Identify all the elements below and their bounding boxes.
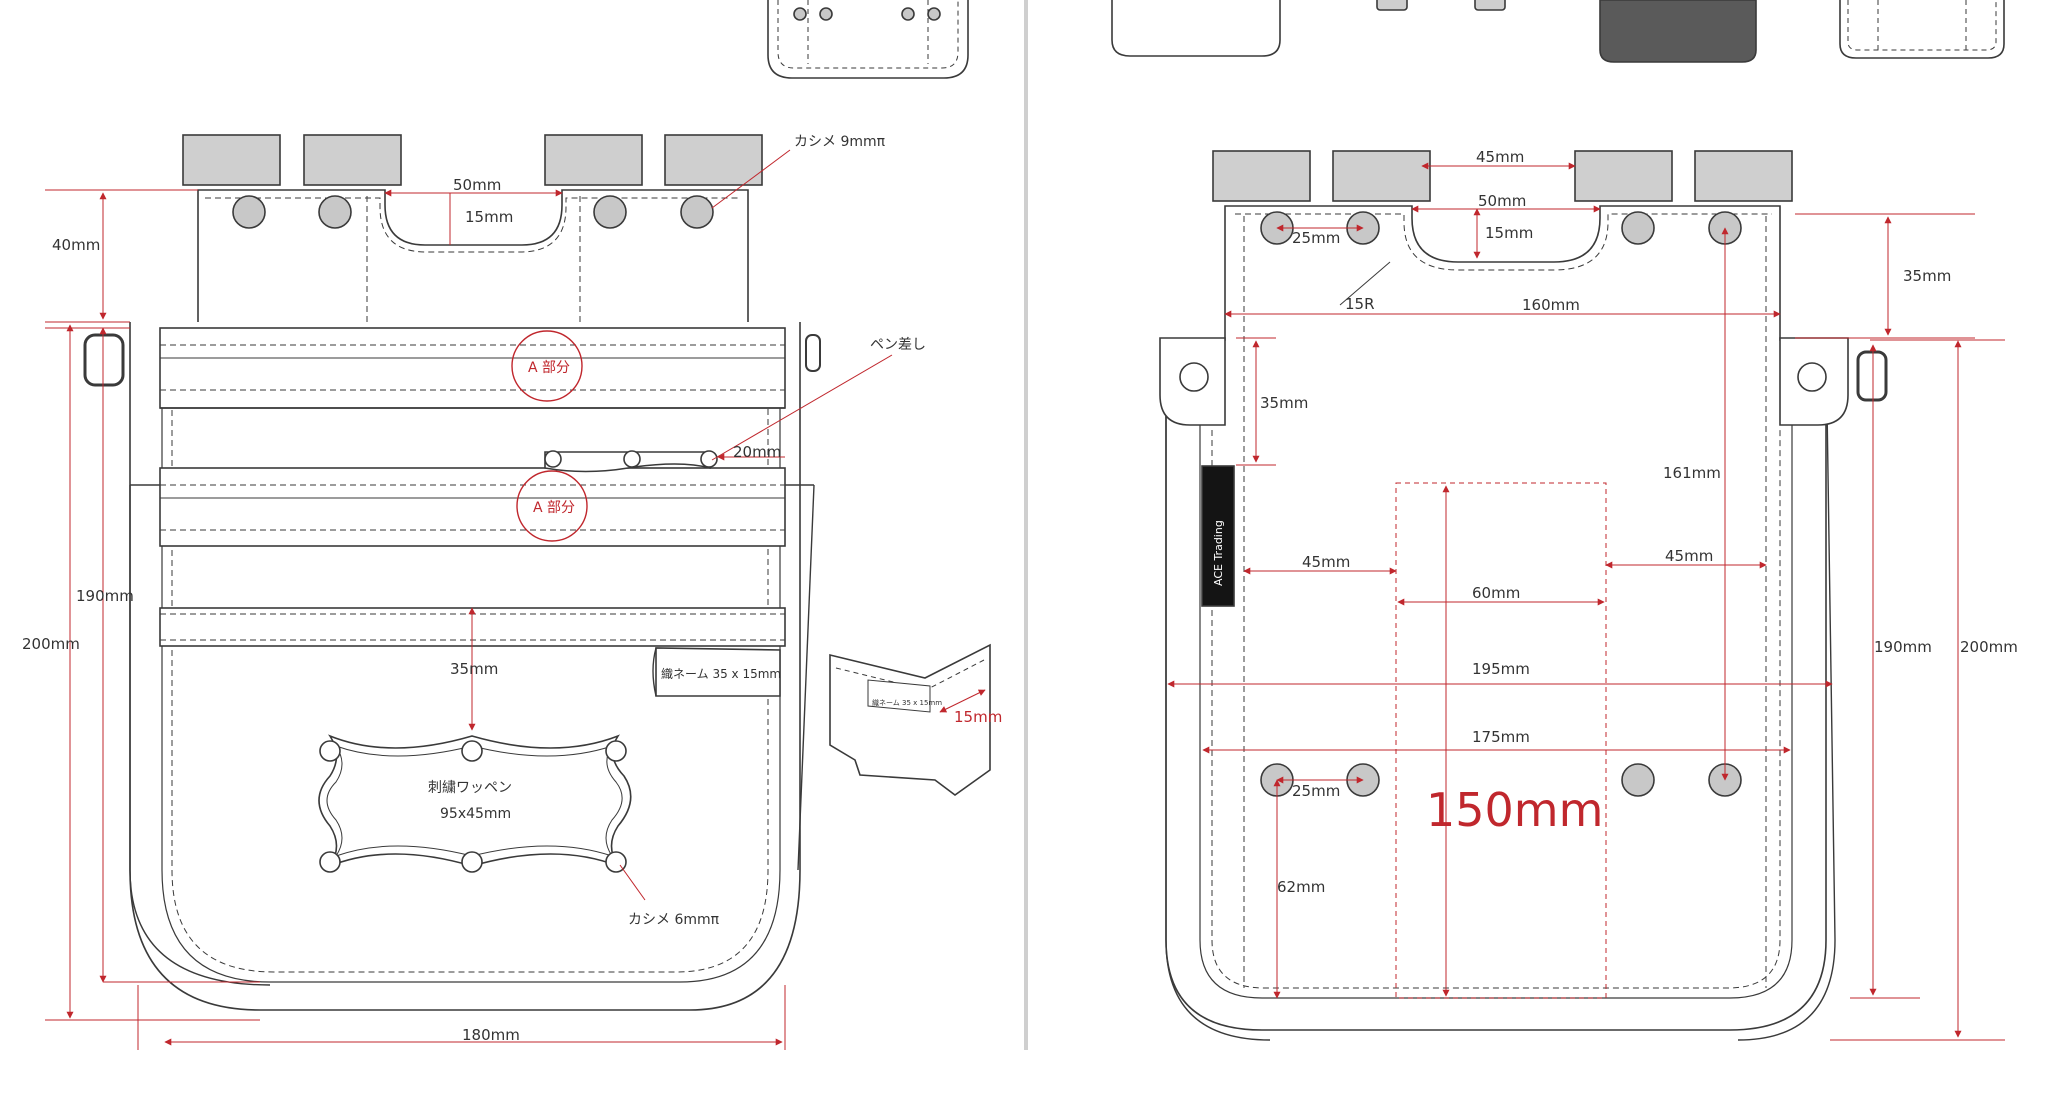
left-drawing [83, 0, 991, 1011]
label-patch-name: 刺繍ワッペン [428, 780, 512, 796]
right-top-dark-panel [1599, 0, 1757, 63]
right-top-partial-left [1111, 0, 1281, 57]
dim-left-190: 190mm [76, 587, 134, 605]
right-body-outline [1165, 205, 1827, 1031]
right-top-partial-right [1839, 0, 2005, 59]
label-woven-name: 織ネーム 35 x 15mm [661, 667, 781, 681]
label-brand: ACE Trading [1212, 520, 1225, 586]
dim-right-200: 200mm [1960, 638, 2018, 656]
dim-right-60: 60mm [1472, 584, 1520, 602]
dim-left-200: 200mm [22, 635, 80, 653]
label-part-a-2: A 部分 [533, 500, 575, 516]
label-patch-size: 95x45mm [440, 806, 511, 822]
left-top-partial-sketch [767, 0, 969, 79]
label-part-a-1: A 部分 [528, 360, 570, 376]
left-part-a-circle-1 [511, 330, 583, 402]
left-text: カシメ 9mmπ ペン差し A 部分 A 部分 織ネーム 35 x 15mm 織… [22, 134, 1002, 1044]
dim-right-15: 15mm [1485, 224, 1533, 242]
dim-right-45-left: 45mm [1302, 553, 1350, 571]
dim-right-62: 62mm [1277, 878, 1325, 896]
label-pen-holder: ペン差し [870, 337, 926, 353]
dim-right-25-top: 25mm [1292, 229, 1340, 247]
dim-left-50: 50mm [453, 176, 501, 194]
right-brand-label [1201, 465, 1235, 607]
label-woven-name-small: 織ネーム 35 x 15mm [872, 698, 942, 707]
dim-right-190: 190mm [1874, 638, 1932, 656]
dim-right-160: 160mm [1522, 296, 1580, 314]
dim-right-161: 161mm [1663, 464, 1721, 482]
label-rivet-6mm: カシメ 6mmπ [628, 912, 720, 928]
left-dimensions [45, 149, 986, 1050]
right-d-ring [1856, 350, 1888, 402]
left-rivets-9mm [232, 195, 714, 229]
dim-right-50: 50mm [1478, 192, 1526, 210]
right-drawing [1111, 0, 2005, 1041]
left-inset-sketch [829, 643, 991, 796]
dim-right-150: 150mm [1426, 783, 1603, 837]
dim-left-15: 15mm [465, 208, 513, 226]
left-part-a-circle-2 [516, 470, 588, 542]
label-15r: 15R [1345, 295, 1375, 313]
right-belt-straps [1212, 150, 1793, 202]
dim-right-45-right: 45mm [1665, 547, 1713, 565]
label-rivet-9mm: カシメ 9mmπ [794, 134, 886, 150]
dim-right-45-top: 45mm [1476, 148, 1524, 166]
right-inner-pocket [1395, 482, 1607, 999]
panel-divider [1024, 0, 1028, 1050]
left-woven-name-tag [655, 647, 781, 697]
dim-right-175: 175mm [1472, 728, 1530, 746]
dim-right-195: 195mm [1472, 660, 1530, 678]
left-d-ring-right [805, 334, 821, 372]
dim-left-180: 180mm [462, 1026, 520, 1044]
dim-left-15b: 15mm [954, 708, 1002, 726]
right-text: ACE Trading 15R 45mm 50mm 15mm 25mm 160m… [1212, 148, 2018, 896]
dim-left-40: 40mm [52, 236, 100, 254]
dim-left-20: 20mm [733, 443, 781, 461]
dim-right-35-top: 35mm [1903, 267, 1951, 285]
dim-right-25-bottom: 25mm [1292, 782, 1340, 800]
dim-left-35: 35mm [450, 660, 498, 678]
dim-right-35-side: 35mm [1260, 394, 1308, 412]
left-belt-straps [182, 134, 763, 186]
right-dimensions [1167, 162, 2005, 1041]
left-d-ring-left [83, 333, 125, 387]
